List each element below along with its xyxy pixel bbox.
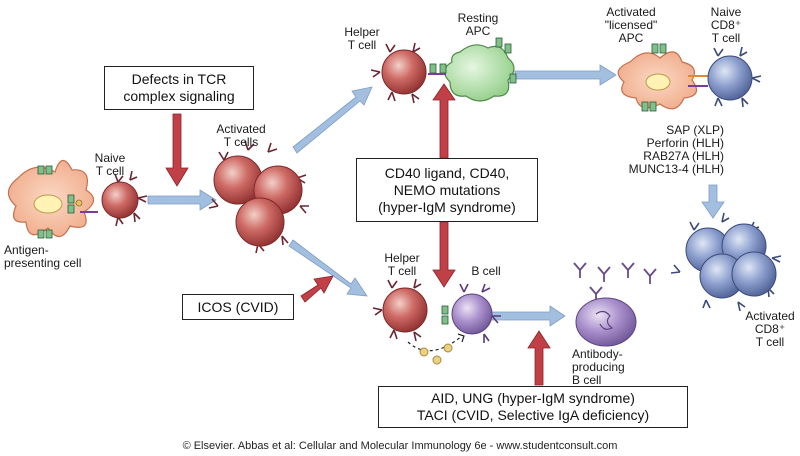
aid-defect-box: AID, UNG (hyper-IgM syndrome) TACI (CVID… [378,386,688,428]
antigen-presenting-cell [7,159,98,239]
naive-t-cell [101,170,148,227]
tcr-defect-box: Defects in TCR complex signaling [104,66,254,110]
label-naive-cd8-t-cell: Naive CD8⁺ T cell [710,5,742,45]
arrow-naive-to-activated [147,189,217,211]
label-antigen-presenting-cell: Antigen- presenting cell [4,243,82,270]
label-activated-cd8-t-cell: Activated CD8⁺ T cell [745,309,795,349]
arrow-icos [300,275,334,303]
label-b-cell: B cell [471,264,501,278]
naive-cd8-t-cell [707,46,762,108]
cytokine-dots [407,333,465,365]
label-resting-apc: Resting APC [457,11,499,38]
licensed-apc-cell [617,43,708,112]
arrow-aid [527,330,551,386]
arrow-cd40-up [432,83,456,159]
b-cell [441,283,501,343]
helper-t-cell-bottom [372,278,428,342]
label-activated-t-cells: Activated T cells [216,122,266,149]
label-helper-t-cell-top: Helper T cell [344,25,380,52]
resting-apc-cell [428,37,517,102]
label-licensed-apc: Activated "licensed" APC [604,5,658,45]
arrow-activated-to-helper-bottom [288,239,368,297]
defect-arrows [165,83,551,386]
helper-t-cell-top [370,42,427,104]
activated-cd8-cluster [670,212,782,312]
arrow-cd40-down [432,221,456,288]
copyright-caption: © Elsevier. Abbas et al: Cellular and Mo… [182,440,618,452]
label-naive-t-cell: Naive T cell [94,151,126,178]
antibody-producing-b-cell [573,262,657,347]
arrow-activated-to-helper-top [292,86,373,154]
cd8-defect-list: SAP (XLP) Perforin (HLH) RAB27A (HLH) MU… [628,123,724,176]
arrow-cd8-to-activated [701,184,725,219]
arrow-tcr-defect [165,113,189,187]
arrow-bcell-to-antibody [490,305,566,327]
flow-arrows [147,64,725,327]
cd40-defect-box: CD40 ligand, CD40, NEMO mutations (hyper… [356,158,538,222]
icos-defect-box: ICOS (CVID) [182,294,294,320]
label-antibody-producing-b-cell: Antibody- producing B cell [572,347,625,387]
activated-t-cells [208,140,309,254]
label-helper-t-cell-bottom: Helper T cell [384,251,420,278]
arrow-resting-to-licensed [514,64,617,86]
